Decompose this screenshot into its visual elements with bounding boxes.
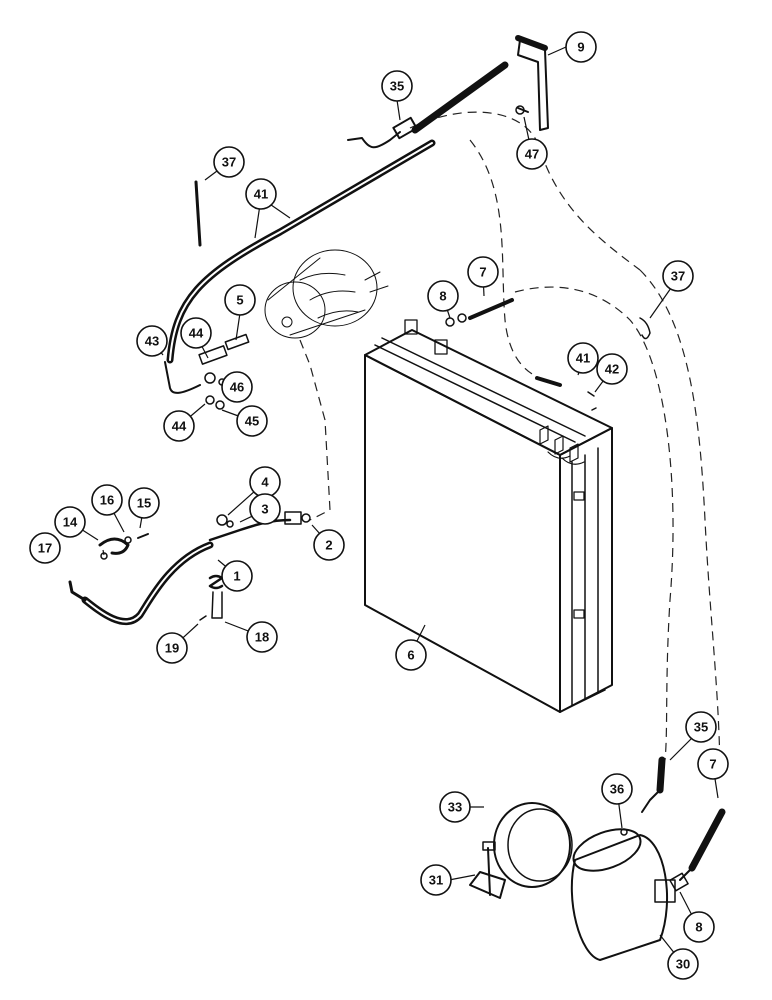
svg-text:47: 47 bbox=[525, 147, 539, 162]
svg-text:8: 8 bbox=[439, 289, 446, 304]
callout-4: 4 bbox=[249, 466, 281, 498]
callout-14: 14 bbox=[54, 506, 86, 538]
callout-46: 46 bbox=[221, 371, 253, 403]
svg-text:46: 46 bbox=[230, 380, 244, 395]
compressor-illustration bbox=[264, 249, 389, 339]
callout-19: 19 bbox=[156, 632, 188, 664]
svg-text:19: 19 bbox=[165, 641, 179, 656]
callout-15: 15 bbox=[128, 487, 160, 519]
callout-8-bottom: 8 bbox=[683, 911, 715, 943]
callout-35-top: 35 bbox=[381, 70, 413, 102]
callout-36: 36 bbox=[601, 773, 633, 805]
fittings bbox=[68, 35, 693, 961]
callout-37-left: 37 bbox=[213, 146, 245, 178]
callout-45: 45 bbox=[236, 405, 268, 437]
hoses bbox=[81, 61, 726, 872]
svg-text:8: 8 bbox=[695, 920, 702, 935]
callout-31: 31 bbox=[420, 864, 452, 896]
svg-text:15: 15 bbox=[137, 496, 151, 511]
callout-7-bottom: 7 bbox=[697, 748, 729, 780]
svg-text:44: 44 bbox=[172, 419, 187, 434]
callout-3: 3 bbox=[249, 493, 281, 525]
svg-text:18: 18 bbox=[255, 630, 269, 645]
callout-47: 47 bbox=[516, 138, 548, 170]
callout-6: 6 bbox=[395, 639, 427, 671]
callout-5: 5 bbox=[224, 284, 256, 316]
callout-37-right: 37 bbox=[662, 260, 694, 292]
leader-lines bbox=[69, 46, 719, 965]
svg-text:31: 31 bbox=[429, 873, 443, 888]
callout-35-bottom: 35 bbox=[685, 711, 717, 743]
callout-44-upper: 44 bbox=[180, 317, 212, 349]
svg-text:17: 17 bbox=[38, 541, 52, 556]
svg-text:6: 6 bbox=[407, 648, 414, 663]
condenser-illustration bbox=[364, 319, 613, 713]
svg-text:35: 35 bbox=[694, 720, 708, 735]
svg-text:45: 45 bbox=[245, 414, 259, 429]
svg-text:44: 44 bbox=[189, 326, 204, 341]
callout-41-top: 41 bbox=[245, 178, 277, 210]
callout-9: 9 bbox=[565, 31, 597, 63]
svg-text:41: 41 bbox=[576, 351, 590, 366]
svg-text:4: 4 bbox=[261, 475, 269, 490]
svg-text:2: 2 bbox=[325, 538, 332, 553]
callout-30: 30 bbox=[667, 948, 699, 980]
callout-42: 42 bbox=[596, 353, 628, 385]
svg-text:16: 16 bbox=[100, 493, 114, 508]
svg-text:37: 37 bbox=[222, 155, 236, 170]
callout-1: 1 bbox=[221, 560, 253, 592]
callout-44-lower: 44 bbox=[163, 410, 195, 442]
svg-text:42: 42 bbox=[605, 362, 619, 377]
callout-16: 16 bbox=[91, 484, 123, 516]
svg-text:36: 36 bbox=[610, 782, 624, 797]
routing-paths bbox=[299, 111, 721, 781]
svg-text:30: 30 bbox=[676, 957, 690, 972]
callout-17: 17 bbox=[29, 532, 61, 564]
svg-text:33: 33 bbox=[448, 800, 462, 815]
svg-text:9: 9 bbox=[577, 40, 584, 55]
svg-text:37: 37 bbox=[671, 269, 685, 284]
callout-8-top: 8 bbox=[427, 280, 459, 312]
svg-text:41: 41 bbox=[254, 187, 268, 202]
svg-text:35: 35 bbox=[390, 79, 404, 94]
callout-33: 33 bbox=[439, 791, 471, 823]
svg-text:14: 14 bbox=[63, 515, 78, 530]
callout-2: 2 bbox=[313, 529, 345, 561]
callout-18: 18 bbox=[246, 621, 278, 653]
callouts: 9 35 47 37 41 5 43 44 46 44 45 8 7 37 41… bbox=[29, 31, 729, 980]
svg-text:1: 1 bbox=[233, 569, 240, 584]
callout-7-top: 7 bbox=[467, 256, 499, 288]
callout-41-right: 41 bbox=[567, 342, 599, 374]
svg-text:43: 43 bbox=[145, 334, 159, 349]
callout-43: 43 bbox=[136, 325, 168, 357]
svg-text:7: 7 bbox=[479, 265, 486, 280]
svg-text:3: 3 bbox=[261, 502, 268, 517]
svg-text:7: 7 bbox=[709, 757, 716, 772]
svg-text:5: 5 bbox=[236, 293, 243, 308]
